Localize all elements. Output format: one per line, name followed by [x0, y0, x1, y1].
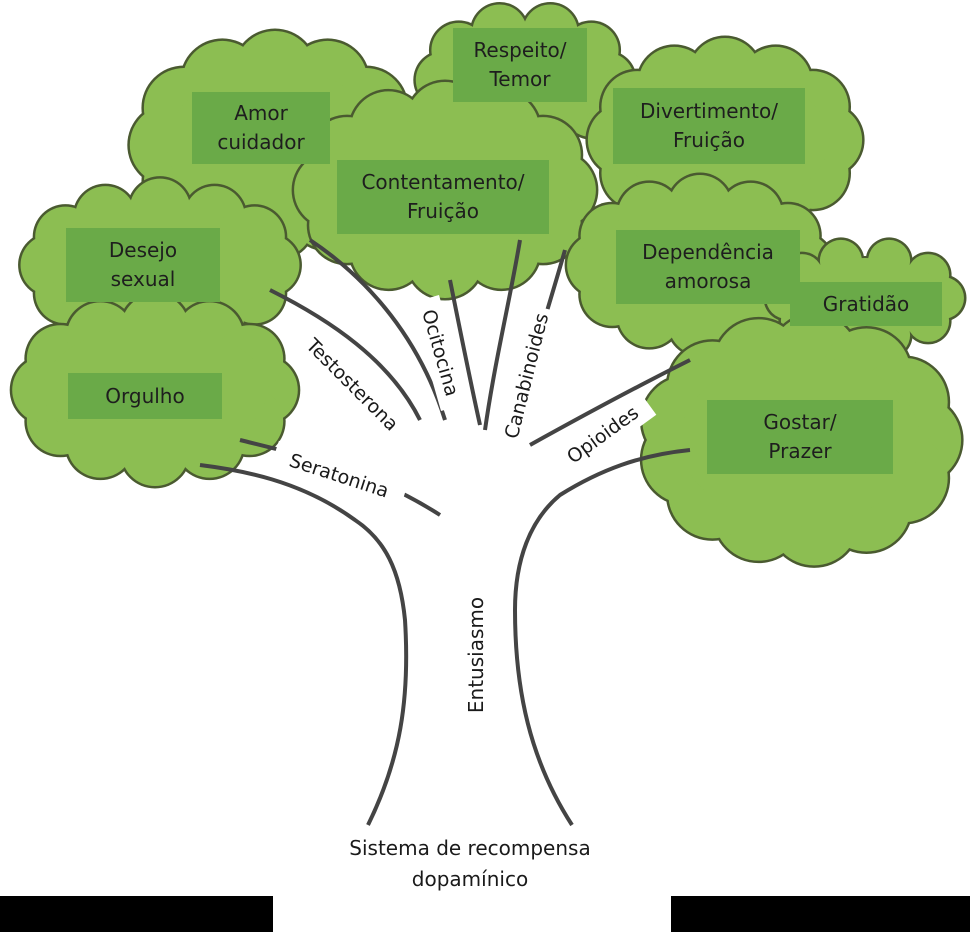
branch-center-left: [448, 279, 482, 426]
emotion-dependencia-amorosa: Dependência amorosa: [616, 230, 800, 304]
trunk-right-outline: [512, 448, 691, 827]
bottom-bar-right: [671, 896, 970, 932]
branch-opioides: [529, 358, 691, 447]
bottom-bar-left: [0, 896, 273, 932]
emotion-orgulho: Orgulho: [68, 373, 222, 419]
trunk-left-outline: [199, 463, 409, 826]
emotion-respeito-temor: Respeito/ Temor: [453, 28, 587, 102]
branch-center: [483, 239, 522, 431]
emotion-gostar-prazer: Gostar/ Prazer: [707, 400, 893, 474]
emotion-divertimento-fruicao: Divertimento/ Fruição: [613, 88, 805, 164]
root-caption: Sistema de recompensa dopamínico: [349, 836, 591, 891]
emotion-desejo-sexual: Desejo sexual: [66, 228, 220, 302]
emotion-amor-cuidador: Amor cuidador: [192, 92, 330, 164]
trunk-label-entusiasmo: Entusiasmo: [464, 596, 488, 714]
emotion-contentamento-fruicao: Contentamento/ Fruição: [337, 160, 549, 234]
branch-testosterona: [269, 288, 422, 421]
emotion-gratidao: Gratidão: [790, 282, 942, 326]
